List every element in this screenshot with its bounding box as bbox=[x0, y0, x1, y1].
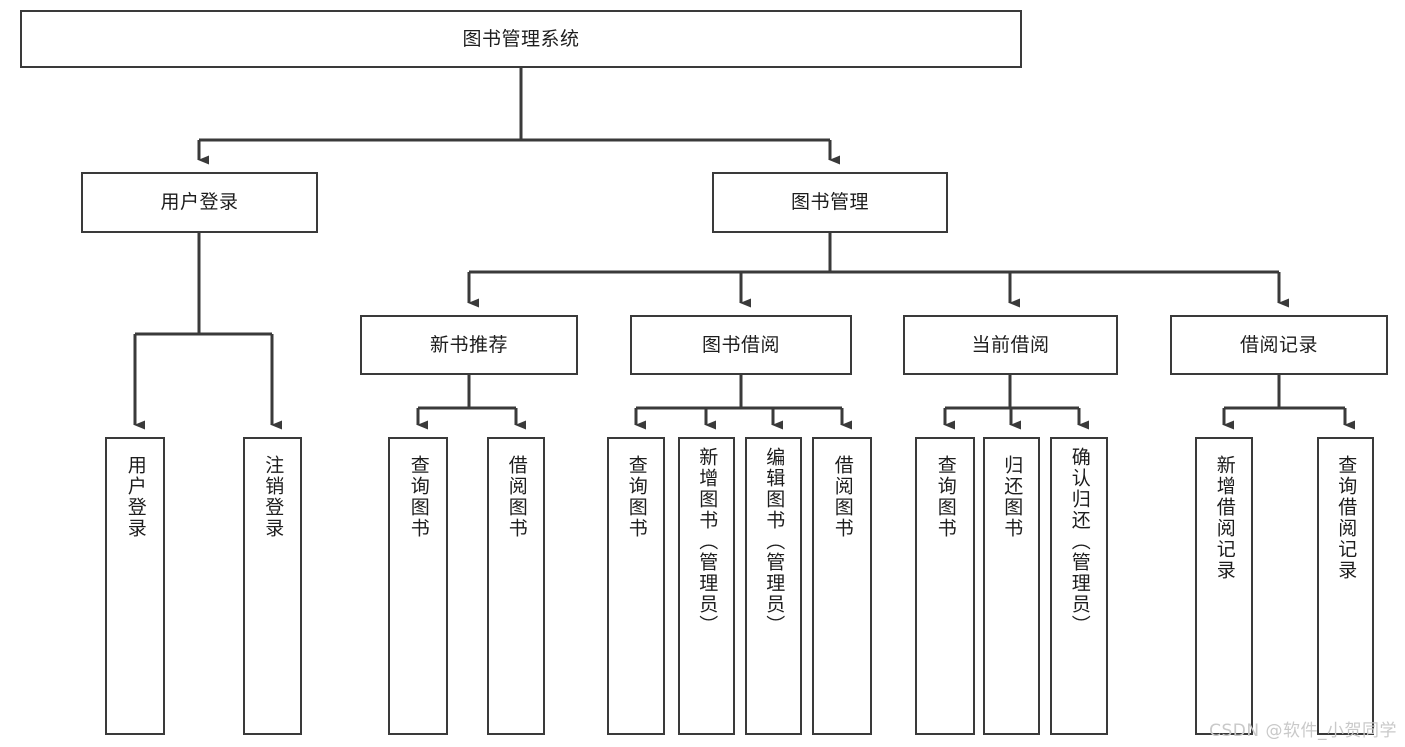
node-leaf-query-book-3[interactable]: 查询图书 bbox=[915, 437, 975, 735]
node-leaf-query-book-3-label: 查询图书 bbox=[934, 455, 957, 539]
node-leaf-borrow-book-2-label: 借阅图书 bbox=[831, 455, 854, 539]
node-borrow-record[interactable]: 借阅记录 bbox=[1170, 315, 1388, 375]
node-leaf-confirm-return-label: 确认归还（管理员） bbox=[1068, 447, 1091, 636]
node-leaf-return-book[interactable]: 归还图书 bbox=[983, 437, 1040, 735]
node-book-manage[interactable]: 图书管理 bbox=[712, 172, 948, 233]
node-root[interactable]: 图书管理系统 bbox=[20, 10, 1022, 68]
node-leaf-query-borrow-record[interactable]: 查询借阅记录 bbox=[1317, 437, 1374, 735]
node-leaf-borrow-book-2[interactable]: 借阅图书 bbox=[812, 437, 872, 735]
node-book-borrow[interactable]: 图书借阅 bbox=[630, 315, 852, 375]
node-leaf-borrow-book-1-label: 借阅图书 bbox=[505, 455, 528, 539]
node-leaf-add-borrow-record[interactable]: 新增借阅记录 bbox=[1195, 437, 1253, 735]
node-leaf-query-borrow-record-label: 查询借阅记录 bbox=[1335, 455, 1358, 581]
node-book-manage-label: 图书管理 bbox=[790, 191, 869, 214]
node-leaf-logout[interactable]: 注销登录 bbox=[243, 437, 302, 735]
node-leaf-add-book[interactable]: 新增图书（管理员） bbox=[678, 437, 735, 735]
node-current-borrow-label: 当前借阅 bbox=[971, 333, 1050, 356]
node-leaf-query-book-2-label: 查询图书 bbox=[625, 455, 648, 539]
node-leaf-confirm-return[interactable]: 确认归还（管理员） bbox=[1050, 437, 1108, 735]
node-leaf-query-book-1[interactable]: 查询图书 bbox=[388, 437, 448, 735]
node-current-borrow[interactable]: 当前借阅 bbox=[903, 315, 1118, 375]
node-user-login-label: 用户登录 bbox=[160, 191, 239, 214]
node-new-book-recommend-label: 新书推荐 bbox=[429, 333, 508, 356]
node-leaf-login-label: 用户登录 bbox=[124, 455, 147, 539]
node-leaf-edit-book-label: 编辑图书（管理员） bbox=[763, 447, 786, 636]
node-leaf-add-book-label: 新增图书（管理员） bbox=[696, 447, 719, 636]
node-leaf-query-book-1-label: 查询图书 bbox=[407, 455, 430, 539]
node-leaf-query-book-2[interactable]: 查询图书 bbox=[607, 437, 665, 735]
node-leaf-borrow-book-1[interactable]: 借阅图书 bbox=[487, 437, 545, 735]
node-leaf-login[interactable]: 用户登录 bbox=[105, 437, 165, 735]
node-leaf-logout-label: 注销登录 bbox=[262, 455, 285, 539]
node-leaf-return-book-label: 归还图书 bbox=[1001, 455, 1024, 539]
csdn-watermark: CSDN @软件_小贺同学 bbox=[1209, 721, 1397, 741]
node-book-borrow-label: 图书借阅 bbox=[701, 333, 780, 356]
node-user-login[interactable]: 用户登录 bbox=[81, 172, 318, 233]
node-root-label: 图书管理系统 bbox=[462, 27, 580, 50]
node-leaf-add-borrow-record-label: 新增借阅记录 bbox=[1213, 455, 1236, 581]
node-new-book-recommend[interactable]: 新书推荐 bbox=[360, 315, 578, 375]
node-leaf-edit-book[interactable]: 编辑图书（管理员） bbox=[745, 437, 802, 735]
node-borrow-record-label: 借阅记录 bbox=[1239, 333, 1318, 356]
